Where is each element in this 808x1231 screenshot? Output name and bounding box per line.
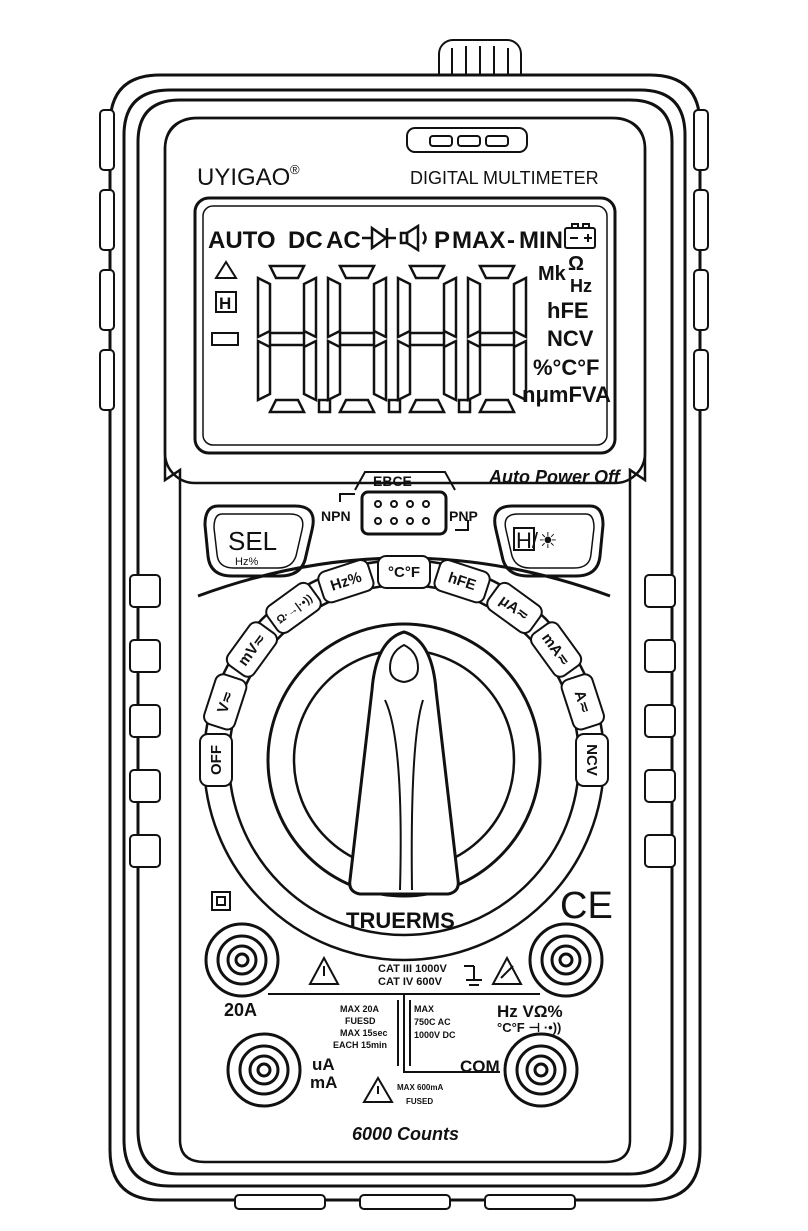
- lcd-max: MAX: [452, 227, 505, 254]
- buzzer-icon: [399, 223, 427, 253]
- lcd-digit: [326, 264, 388, 414]
- model-label: DIGITAL MULTIMETER: [410, 168, 599, 188]
- warning-triangle-icon: [362, 1076, 394, 1103]
- warning-triangle-icon: [214, 260, 238, 279]
- npn-label: NPN: [321, 508, 351, 524]
- dial-position-0[interactable]: OFF: [199, 733, 233, 787]
- jack-ma-label: mA: [310, 1073, 337, 1092]
- dial-position-label: A≂: [571, 688, 594, 716]
- lcd-unit-hfe: hFE: [547, 298, 589, 323]
- side-grips: [99, 109, 709, 1210]
- lcd-ac: AC: [326, 227, 361, 254]
- pnp-label: PNP: [449, 508, 478, 524]
- counts-label: 6000 Counts: [352, 1124, 459, 1144]
- lcd-min: MIN: [519, 227, 563, 254]
- ma-warning-2: FUSED: [406, 1097, 433, 1106]
- double-insulation-icon: [211, 891, 231, 911]
- a20-warning-4: EACH 15min: [333, 1040, 387, 1050]
- lcd-auto: AUTO: [208, 227, 276, 254]
- dial-position-label: V≂: [214, 689, 237, 716]
- v-warning-1: MAX: [414, 1004, 434, 1014]
- sel-button[interactable]: SEL Hz%: [203, 504, 315, 578]
- jack-com[interactable]: [503, 1032, 579, 1108]
- hold-backlight-button[interactable]: H/☀: [493, 504, 605, 578]
- hold-icon: H: [215, 291, 237, 313]
- a20-warning-3: MAX 15sec: [340, 1028, 388, 1038]
- jack-20a-label: 20A: [224, 1000, 257, 1020]
- sel-sublabel: Hz%: [235, 556, 258, 568]
- jack-ua-ma[interactable]: [226, 1032, 302, 1108]
- a20-warning-1: MAX 20A: [340, 1004, 380, 1014]
- decimal-point: [387, 398, 402, 414]
- lcd-digit: [256, 264, 318, 414]
- auto-power-off-label: Auto Power Off: [488, 467, 622, 487]
- dial-position-1[interactable]: V≂: [202, 672, 249, 731]
- decimal-point: [317, 398, 332, 414]
- dial-position-2[interactable]: mV≂: [224, 619, 280, 680]
- dial-position-7[interactable]: μA≂: [484, 580, 545, 636]
- transistor-socket: [339, 471, 469, 536]
- hold-icon: [513, 527, 535, 551]
- rotary-dial-knob[interactable]: [348, 630, 460, 896]
- a20-warning-2: FUESD: [345, 1016, 376, 1026]
- jack-v-ohm[interactable]: [528, 922, 604, 998]
- hold-button-label: H/☀: [516, 528, 558, 553]
- dial-position-label: °C°F: [388, 564, 420, 581]
- lcd-dc: DC: [288, 227, 323, 254]
- dial-position-4[interactable]: Hz%: [316, 558, 375, 605]
- dial-position-5[interactable]: °C°F: [377, 555, 431, 589]
- warning-triangle-icon: [308, 955, 340, 985]
- decimal-point: [457, 398, 472, 414]
- lcd-dash: -: [507, 227, 515, 254]
- ground-icon: [464, 965, 482, 986]
- dial-position-6[interactable]: hFE: [432, 558, 491, 605]
- status-slots: [406, 127, 528, 153]
- true-rms-label: TRUERMS: [346, 908, 455, 933]
- socket-label: EBCE: [373, 473, 412, 489]
- ma-warning-1: MAX 600mA: [397, 1083, 443, 1092]
- lcd-digits: [256, 264, 528, 414]
- lcd-unit-small: nμmFVA: [522, 382, 611, 407]
- jack-v-ohm-label-2: °C°F ⊣ ·•)): [497, 1020, 561, 1035]
- diode-icon: [362, 225, 396, 251]
- jack-v-ohm-label: Hz VΩ%: [497, 1002, 563, 1021]
- jack-divider-lines: [268, 993, 540, 1073]
- dial-position-label: NCV: [583, 744, 600, 776]
- registered-mark: ®: [290, 162, 300, 177]
- lcd-unit-mk: Mk: [538, 263, 567, 285]
- v-warning-2: 750C AC: [414, 1017, 451, 1027]
- jack-20a[interactable]: [204, 922, 280, 998]
- dial-position-10[interactable]: NCV: [575, 733, 609, 787]
- dial-position-label: OFF: [208, 745, 225, 775]
- battery-icon: [564, 223, 596, 249]
- cat-rating-2: CAT IV 600V: [378, 976, 443, 988]
- svg-text:H: H: [219, 294, 231, 313]
- dial-position-9[interactable]: A≂: [560, 672, 607, 731]
- ce-mark: CE: [560, 885, 613, 927]
- negative-sign: [211, 332, 239, 346]
- cat-rating-1: CAT III 1000V: [378, 963, 448, 975]
- jack-com-label: COM: [460, 1057, 500, 1076]
- lcd-digit: [466, 264, 528, 414]
- lcd-unit-ncv: NCV: [547, 326, 594, 351]
- lcd-unit-ohm: Ω: [568, 253, 584, 275]
- jack-ua-label: uA: [312, 1055, 335, 1074]
- lcd-unit-hz: Hz: [570, 276, 592, 296]
- warning-triangle-icon: [491, 955, 523, 985]
- lcd-digit: [396, 264, 458, 414]
- v-warning-3: 1000V DC: [414, 1030, 456, 1040]
- lcd-p: P: [434, 227, 450, 254]
- lcd-unit-temp: %°C°F: [533, 355, 599, 380]
- brand-name: UYIGAO: [197, 164, 290, 191]
- dial-position-3[interactable]: Ω·→|·•)): [263, 580, 324, 636]
- sel-label: SEL: [228, 526, 277, 556]
